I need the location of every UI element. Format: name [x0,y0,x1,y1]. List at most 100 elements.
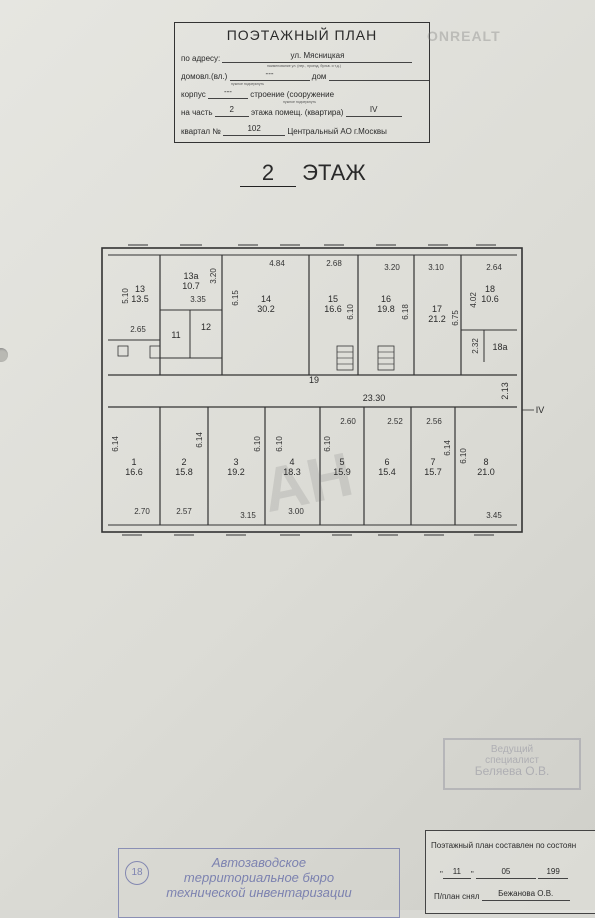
room-area: 13.5 [131,294,149,304]
room-area: 21.0 [477,467,495,477]
dimension-label: 2.32 [471,338,480,354]
room-labels: 13 13.5 13а 10.7 11 12 14 30.2 15 16.6 1… [125,271,544,477]
specialist-stamp: Ведущий специалист Беляева О.В. [443,738,581,790]
dimension-label: 5.10 [121,288,130,304]
building-hint: нужное подчеркнуть [283,100,317,104]
dimension-label: 3.20 [384,263,400,272]
room-area: 15.8 [175,467,193,477]
room-label: 2 [181,457,186,467]
room-label: 18а [492,342,507,352]
part-row: на часть 2 этажа помещ. (квартира) IV [181,105,402,117]
bureau-line: Автозаводское [211,855,307,870]
floor-label-text: ЭТАЖ [302,160,366,185]
note-taken-label: П/план снял [434,892,480,901]
room-area: 19.8 [377,304,395,314]
address-label: по адресу: [181,54,221,63]
room-area: 16.6 [125,467,143,477]
note-year: 199 [538,867,569,879]
house-suffix: дом [311,72,327,81]
room-area: 10.7 [182,281,200,291]
room-area: 19.2 [227,467,245,477]
dimension-label: 6.10 [275,436,284,452]
room-label: 15 [328,294,338,304]
room-label: 7 [430,457,435,467]
dimension-label: 2.60 [340,417,356,426]
note-taken-value: Бежанова О.В. [481,889,570,901]
corpus-value: --- [207,87,248,99]
dimension-label: 6.14 [195,432,204,448]
stamp-line: специалист [485,755,539,766]
room-label: 8 [483,457,488,467]
dimension-label: 6.10 [253,436,262,452]
dimension-label: 2.65 [130,325,146,334]
plan-title: ПОЭТАЖНЫЙ ПЛАН [226,27,378,43]
room-label: 13 [135,284,145,294]
dimension-label: 6.10 [323,436,332,452]
corridor-length: 23.30 [363,393,386,403]
dimension-label: 6.15 [231,290,240,306]
corridor-width: 2.13 [500,382,510,400]
house-number-line [328,69,429,81]
plan-note-box: Поэтажный план составлен по состоян "11"… [425,830,595,914]
note-month: 05 [475,867,536,879]
dimension-label: 6.14 [111,436,120,452]
part-label: на часть [181,108,213,117]
building-label: строение (сооружение [250,90,335,99]
room-label: 1 [131,457,136,467]
dimension-label: 2.56 [426,417,442,426]
dimension-label: 2.68 [326,259,342,268]
quarter-label: квартал № [181,127,221,136]
dimension-label: 3.45 [486,511,502,520]
corpus-row: корпус --- строение (сооружение [181,87,334,99]
house-label: домовл.(вл.) [181,72,228,81]
quarter-row: квартал № 102 Центральный АО г.Москвы [181,124,387,136]
dimension-label: 4.02 [469,292,478,308]
dimension-label: 3.00 [288,507,304,516]
room-area: 15.7 [424,467,442,477]
room-label: 4 [289,457,294,467]
bureau-line: территориальное бюро [183,870,335,885]
floor-value: IV [345,105,402,117]
room-label: 18 [485,284,495,294]
dimension-label: 6.10 [459,448,468,464]
room-label: 5 [339,457,344,467]
dimension-label: 6.75 [451,310,460,326]
dimension-label: 3.10 [428,263,444,272]
dimension-label: 6.18 [401,304,410,320]
dimension-label: 2.64 [486,263,502,272]
note-line: Поэтажный план составлен по состоян [431,841,577,850]
plan-watermark: АН [257,440,359,526]
stamp-line: Ведущий [490,744,534,755]
address-row: по адресу: ул. Мясницкая [181,51,413,63]
window-marks [122,244,496,536]
dimension-label: 3.35 [190,295,206,304]
punch-hole [0,348,8,362]
bureau-stamp: 18 Автозаводское территориальное бюро те… [118,848,400,918]
address-hint: наименование ул. (пер., проезд, бульв. и… [267,64,341,68]
room-area: 15.4 [378,467,396,477]
corridor-label: 19 [309,375,319,385]
dimension-label: 2.52 [387,417,403,426]
corpus-label: корпус [181,90,206,99]
floor-title: 2 ЭТАЖ [240,160,366,187]
plan-walls [101,247,534,533]
room-area: 30.2 [257,304,275,314]
note-day: 11 [442,867,471,879]
room-label: 14 [261,294,271,304]
room-area: 18.3 [283,467,301,477]
stamp-line: Беляева О.В. [474,764,550,778]
dimension-label: 2.57 [176,507,192,516]
room-label: 11 [171,330,180,340]
quarter-value: 102 [223,124,286,136]
plan-header-box: ПОЭТАЖНЫЙ ПЛАН по адресу: ул. Мясницкая … [174,22,430,143]
dimension-label: 6.14 [443,440,452,456]
room-area: 15.9 [333,467,351,477]
dimension-label: 2.70 [134,507,150,516]
room-area: 16.6 [324,304,342,314]
room-area: 21.2 [428,314,446,324]
onrealt-watermark: ONREALT [427,28,501,44]
dimension-label: 4.84 [269,259,285,268]
house-row: домовл.(вл.) --- дом [181,69,429,81]
part-value: 2 [214,105,249,117]
